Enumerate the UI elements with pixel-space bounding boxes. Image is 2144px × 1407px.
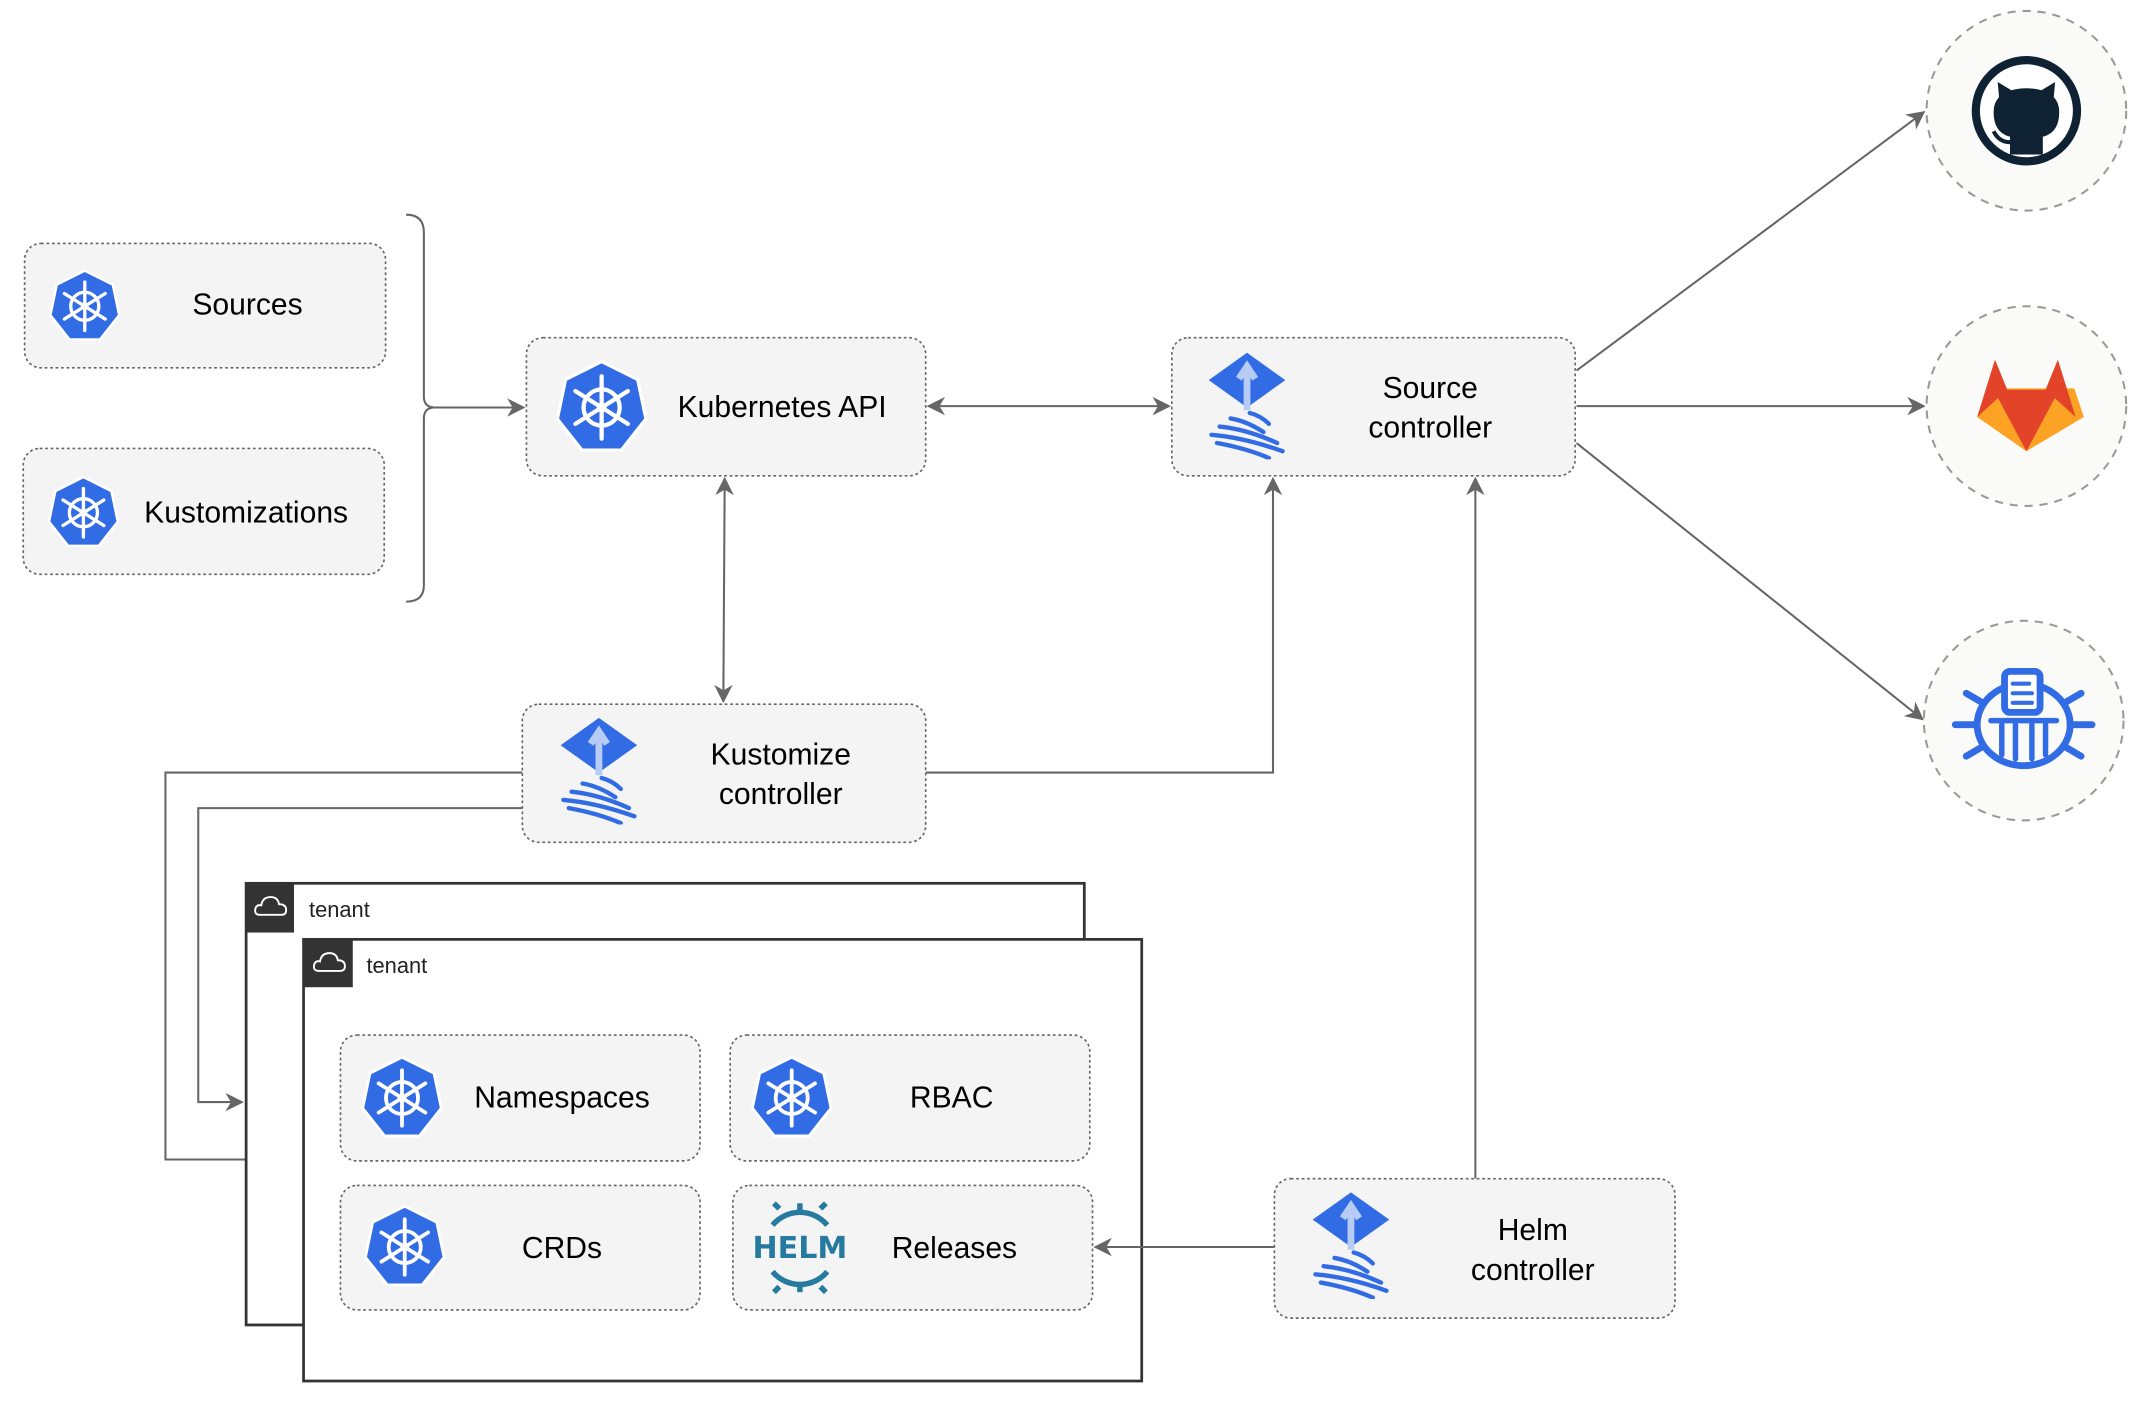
gitlab-node[interactable] [1925, 305, 2128, 507]
tenant-group-front[interactable]: tenant Namespaces RBAC CRDs HELM Release… [302, 938, 1144, 1383]
edge-kustomize-to-tenant1 [197, 807, 523, 1112]
tenant-label: tenant [309, 897, 370, 922]
releases-node[interactable]: HELM Releases [732, 1184, 1094, 1311]
rbac-node[interactable]: RBAC [729, 1034, 1091, 1162]
kustomizations-node[interactable]: Kustomizations [22, 447, 386, 576]
bucket-node[interactable] [1922, 619, 2125, 822]
crds-node[interactable]: CRDs [339, 1184, 701, 1311]
tenant-label: tenant [366, 953, 427, 978]
kustomize-controller-node[interactable]: Kustomize controller [521, 703, 927, 844]
github-icon [1971, 56, 2082, 166]
resources-brace [406, 213, 435, 603]
edge-api-kustomize [714, 476, 734, 704]
namespaces-label: Namespaces [474, 1081, 650, 1114]
edge-source-to-github [1575, 111, 1926, 372]
edge-kustomize-to-source [925, 476, 1283, 774]
gitlab-icon [1977, 359, 2084, 452]
bucket-icon [1951, 667, 2096, 770]
source-controller-label-line1: Source [1383, 372, 1478, 405]
kustomizations-label: Kustomizations [144, 496, 348, 529]
github-node[interactable] [1925, 9, 2128, 212]
rbac-label: RBAC [910, 1081, 994, 1114]
crds-label: CRDs [522, 1232, 602, 1265]
kustomize-controller-label-line2: controller [719, 778, 843, 811]
edge-source-to-bucket [1575, 442, 1924, 721]
kubernetes-api-label: Kubernetes API [678, 391, 887, 424]
helm-controller-label-line2: controller [1471, 1254, 1595, 1287]
sources-node[interactable]: Sources [23, 242, 387, 369]
edge-kustomize-to-tenant2 [164, 771, 523, 1169]
helm-logo-text: HELM [752, 1231, 847, 1266]
helm-icon: HELM [752, 1201, 847, 1295]
source-controller-node[interactable]: Source controller [1170, 336, 1577, 477]
namespaces-node[interactable]: Namespaces [339, 1034, 701, 1162]
source-controller-label-line2: controller [1368, 411, 1492, 444]
releases-label: Releases [892, 1232, 1017, 1265]
sources-label: Sources [192, 288, 302, 321]
kubernetes-api-node[interactable]: Kubernetes API [525, 336, 927, 477]
kustomize-controller-label-line1: Kustomize [711, 738, 851, 771]
helm-controller-node[interactable]: Helm controller [1273, 1177, 1676, 1319]
helm-controller-label-line1: Helm [1498, 1214, 1568, 1247]
